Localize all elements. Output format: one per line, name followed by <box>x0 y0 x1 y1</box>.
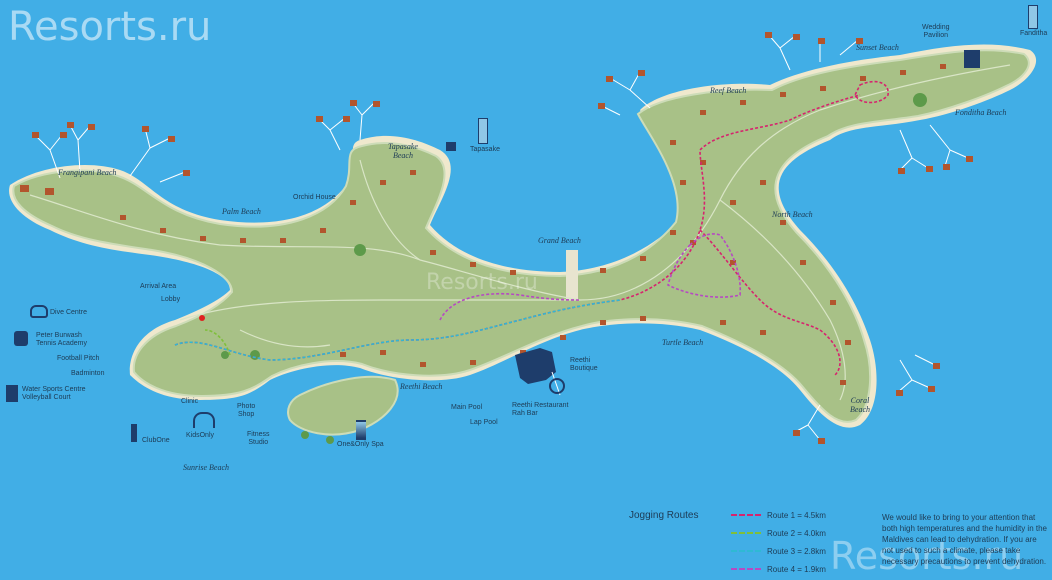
main-pool-label: Main Pool <box>451 404 483 411</box>
route-4-swatch <box>731 568 761 570</box>
legend-title: Jogging Routes <box>629 510 699 521</box>
turtle-beach-label: Turtle Beach <box>662 338 704 347</box>
kids-icon <box>193 412 215 428</box>
arrival-area-label: Arrival Area <box>140 283 177 290</box>
tapasake-label: Tapasake <box>470 146 500 153</box>
watermark-top-left: Resorts.ru <box>8 4 212 50</box>
tennis-icon <box>14 331 28 346</box>
spa-label: One&Only Spa <box>337 441 384 448</box>
route-1-swatch <box>731 514 761 516</box>
tennis-academy-label: Peter Burwash Tennis Academy <box>36 332 87 347</box>
water-sports-icon <box>6 385 18 402</box>
football-pitch-label: Football Pitch <box>57 355 100 362</box>
reethi-boutique-label: Reethi Boutique <box>570 357 598 372</box>
villa-roofs <box>20 32 973 444</box>
badminton-label: Badminton <box>71 370 105 377</box>
route-1-label: Route 1 = 4.5km <box>767 510 826 520</box>
tapasake-beach-label: Tapasake Beach <box>388 142 418 160</box>
spa-icon <box>356 420 366 440</box>
club-icon <box>131 424 137 442</box>
fonditha-beach-label: Fonditha Beach <box>955 108 1007 117</box>
dive-mask-icon <box>30 305 48 318</box>
photo-shop-label: Photo Shop <box>237 403 256 418</box>
sunrise-beach-label: Sunrise Beach <box>183 463 229 472</box>
palm-beach-label: Palm Beach <box>222 207 261 216</box>
clinic-label: Clinic <box>181 398 199 405</box>
sunset-beach-label: Sunset Beach <box>856 43 899 52</box>
fitness-studio-label: Fitness Studio <box>247 431 270 446</box>
clubone-label: ClubOne <box>142 437 170 444</box>
fanditha-label: Fanditha <box>1020 30 1048 37</box>
legend-route-3: Route 3 = 2.8km <box>731 545 826 557</box>
dehydration-note: We would like to bring to your attention… <box>882 513 1047 566</box>
jogging-routes <box>174 80 889 376</box>
wedding-pavilion-label: Wedding Pavilion <box>922 24 950 39</box>
reethi-beach-label: Reethi Beach <box>400 382 443 391</box>
tapasake-lantern-icon <box>478 118 488 144</box>
water-sports-label: Water Sports Centre Volleyball Court <box>22 386 86 401</box>
route-3-label: Route 3 = 2.8km <box>767 546 826 556</box>
water-villa-piers <box>34 33 969 441</box>
inner-lagoon <box>566 231 743 300</box>
dive-centre-label: Dive Centre <box>50 309 87 316</box>
route-4-label: Route 4 = 1.9km <box>767 564 826 574</box>
gardens <box>221 93 927 444</box>
reef-beach-label: Reef Beach <box>710 86 747 95</box>
route-3-swatch <box>731 550 761 552</box>
lap-pool-label: Lap Pool <box>470 419 498 426</box>
main-buildings <box>446 50 980 384</box>
you-are-here-marker <box>199 315 205 321</box>
route-2-swatch <box>731 532 761 534</box>
watermark-center: Resorts.ru <box>426 270 538 295</box>
north-beach-label: North Beach <box>772 210 813 219</box>
reethi-restaurant-label: Reethi Restaurant Rah Bar <box>512 402 569 417</box>
island-paths <box>29 64 1011 401</box>
watermark-bottom-right: Resorts.ru <box>830 534 1024 578</box>
lobby-label: Lobby <box>161 296 181 303</box>
fanditha-lantern-icon <box>1028 5 1038 29</box>
route-2-label: Route 2 = 4.0km <box>767 528 826 538</box>
legend-route-2: Route 2 = 4.0km <box>731 527 826 539</box>
coral-beach-label: Coral Beach <box>850 396 870 414</box>
orchid-house-label: Orchid House <box>293 194 336 201</box>
restaurant-icon <box>549 378 565 394</box>
legend-route-1: Route 1 = 4.5km <box>731 509 826 521</box>
kidsonly-label: KidsOnly <box>186 432 215 439</box>
frangipani-beach-label: Frangipani Beach <box>58 168 117 177</box>
legend-route-4: Route 4 = 1.9km <box>731 563 826 575</box>
grand-beach-label: Grand Beach <box>538 236 581 245</box>
